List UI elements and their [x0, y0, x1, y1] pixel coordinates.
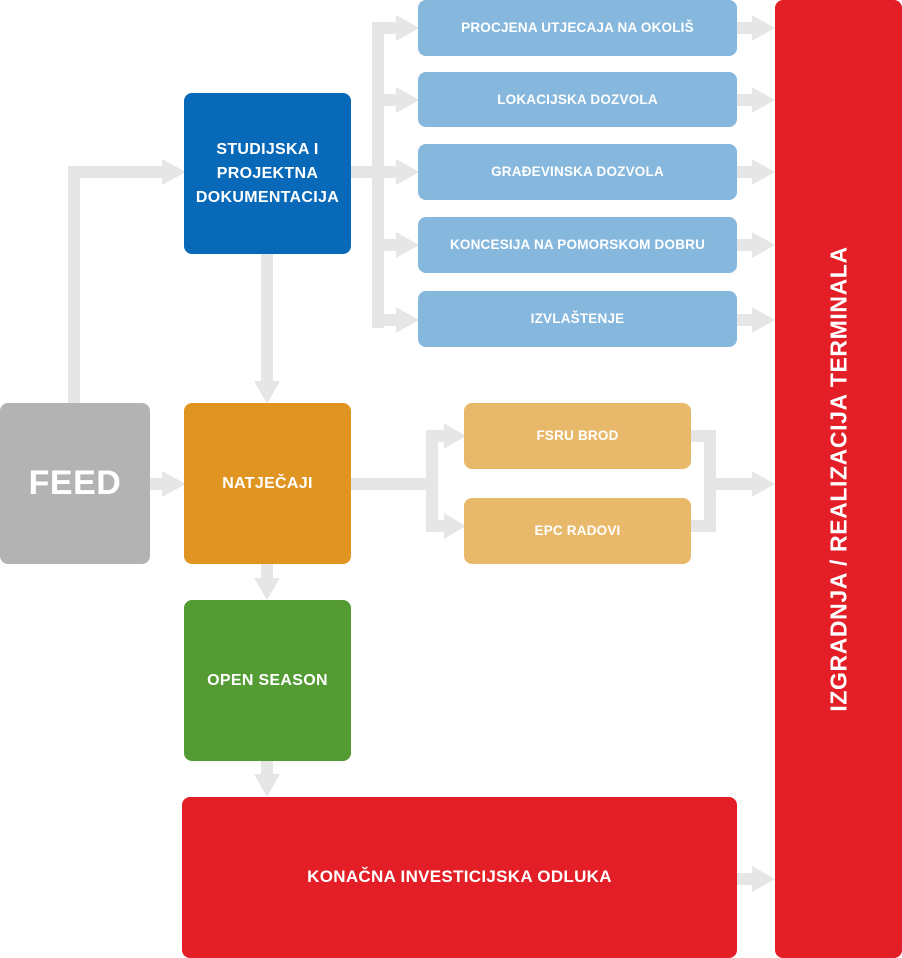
permit-box-izvlastenje: IZVLAŠTENJE [418, 291, 737, 347]
studijska-label-line-3: DOKUMENTACIJA [195, 188, 340, 206]
natjecaji-box: NATJEČAJI [184, 403, 351, 564]
permit-label: IZVLAŠTENJE [530, 311, 625, 327]
open-season-box: OPEN SEASON [184, 600, 351, 761]
studijska-label-line-2: PROJEKTNA [216, 164, 319, 182]
fid-box: KONAČNA INVESTICIJSKA ODLUKA [182, 797, 737, 958]
studijska-box: STUDIJSKA I PROJEKTNA DOKUMENTACIJA [184, 93, 351, 254]
permit-box-gradevinska: GRAĐEVINSKA DOZVOLA [418, 144, 737, 200]
fsru-box: FSRU BROD [464, 403, 691, 469]
studijska-label-line-1: STUDIJSKA I [216, 140, 319, 158]
permit-box-lokacijska: LOKACIJSKA DOZVOLA [418, 72, 737, 127]
fid-label: KONAČNA INVESTICIJSKA ODLUKA [307, 867, 612, 887]
open-season-label: OPEN SEASON [207, 671, 328, 689]
permit-label: PROCJENA UTJECAJA NA OKOLIŠ [461, 20, 694, 36]
construction-box: IZGRADNJA / REALIZACIJA TERMINALA [775, 0, 902, 958]
epc-label: EPC RADOVI [534, 523, 621, 539]
fsru-label: FSRU BROD [536, 428, 619, 444]
construction-label: IZGRADNJA / REALIZACIJA TERMINALA [824, 246, 851, 712]
natjecaji-label: NATJEČAJI [222, 474, 313, 492]
permit-label: GRAĐEVINSKA DOZVOLA [491, 164, 664, 180]
permit-label: LOKACIJSKA DOZVOLA [497, 91, 658, 107]
permit-box-procjena: PROCJENA UTJECAJA NA OKOLIŠ [418, 0, 737, 56]
feed-box: FEED [0, 403, 150, 564]
epc-box: EPC RADOVI [464, 498, 691, 564]
feed-label: FEED [28, 463, 122, 502]
permit-label: KONCESIJA NA POMORSKOM DOBRU [449, 237, 706, 253]
permit-box-koncesija: KONCESIJA NA POMORSKOM DOBRU [418, 217, 737, 273]
